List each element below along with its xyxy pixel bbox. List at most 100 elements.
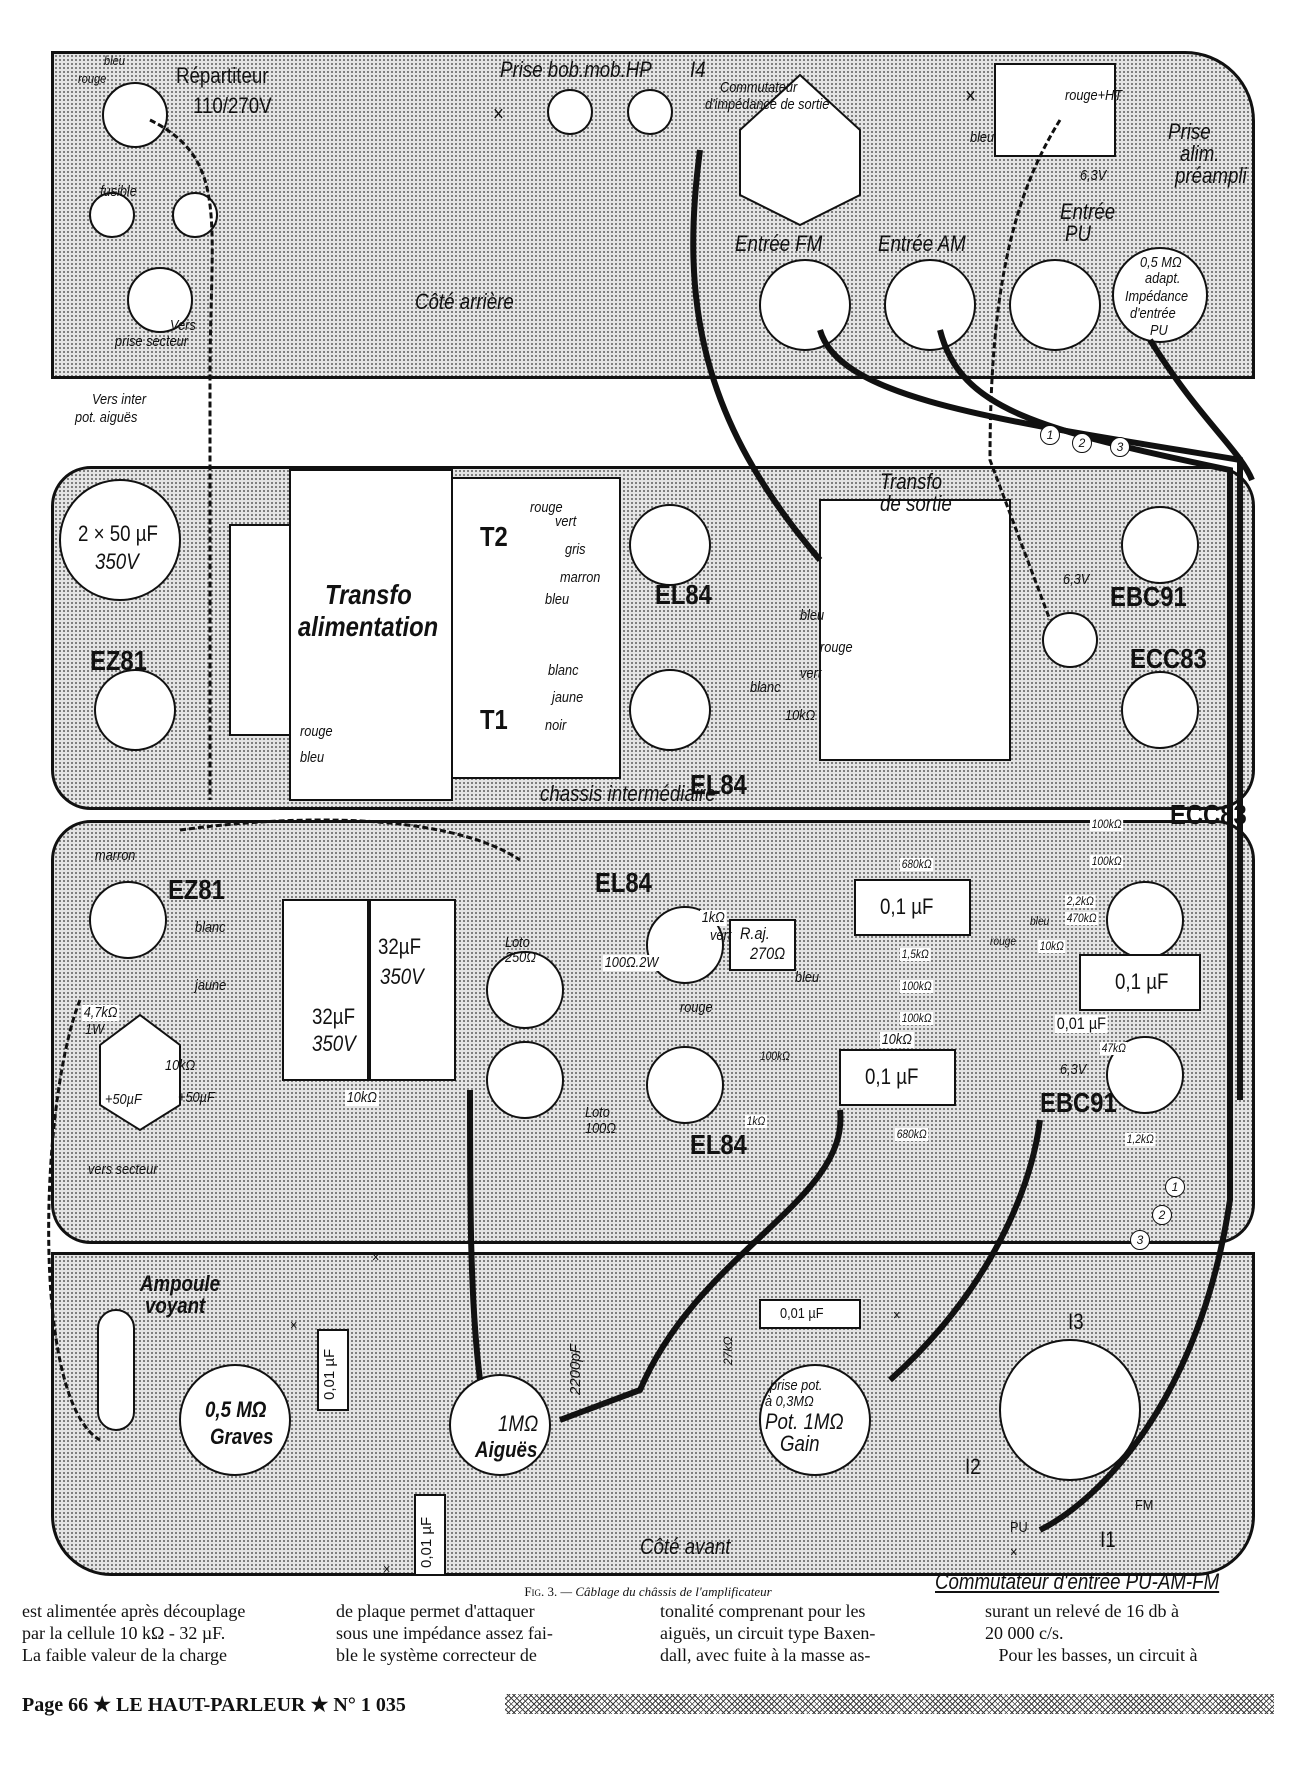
shielded-cable-3 <box>1147 338 1255 482</box>
loto-250-pot <box>486 951 564 1029</box>
label: Vers <box>170 317 196 334</box>
label: 470kΩ <box>1065 911 1099 925</box>
ebc91-socket-chassis <box>1106 1036 1184 1114</box>
text-line: surant un relevé de 16 db à <box>985 1601 1179 1621</box>
label: I2 <box>965 1454 981 1479</box>
capacitor-0-1uf-3 <box>1079 954 1201 1011</box>
el84-socket-chassis-2 <box>646 1046 724 1124</box>
chassis-panel <box>51 820 1255 1244</box>
label: préampli <box>1175 163 1247 188</box>
label: 0,5 MΩ <box>1140 254 1182 271</box>
label: +50µF <box>105 1091 142 1108</box>
label: × <box>1010 1544 1018 1561</box>
label: 0,01 µF <box>780 1305 824 1322</box>
input-selector-switch <box>999 1339 1141 1481</box>
label: I3 <box>1068 1309 1084 1334</box>
capacitor-0-1uf-2 <box>839 1049 956 1106</box>
label: × <box>493 101 504 126</box>
label: blanc <box>750 679 781 696</box>
page-footer: Page 66 ★ LE HAUT-PARLEUR ★ N° 1 035 <box>22 1694 406 1716</box>
label: pot. aiguës <box>75 409 138 426</box>
cable-number: 1 <box>1165 1177 1185 1197</box>
label: Loto <box>585 1104 610 1121</box>
label: vert <box>800 665 822 682</box>
article-column-4: surant un relevé de 16 db à 20 000 c/s. … <box>985 1600 1277 1666</box>
cable-number: 3 <box>1110 437 1130 457</box>
label: Impédance <box>1125 288 1189 305</box>
label: 350V <box>380 964 424 989</box>
preamp-power-socket <box>994 63 1116 157</box>
gain-potentiometer <box>759 1364 871 1476</box>
label: 1kΩ <box>745 1114 767 1128</box>
label-voltage: 110/270V <box>193 93 272 118</box>
label-entree-am: Entrée AM <box>878 231 966 256</box>
am-input-socket <box>884 259 976 351</box>
label: bleu <box>970 129 995 146</box>
text-line: de plaque permet d'attaquer <box>336 1601 535 1621</box>
label: rouge <box>530 499 563 516</box>
label: 270Ω <box>750 944 786 963</box>
text-line: est alimentée après découplage <box>22 1601 246 1621</box>
label: 100kΩ <box>900 1011 934 1025</box>
el84-socket-2 <box>629 669 711 751</box>
label: 1,2kΩ <box>1125 1132 1156 1146</box>
label: × <box>965 83 976 108</box>
grommet <box>1042 612 1098 668</box>
label: 100Ω.2W <box>603 954 661 971</box>
label-el84: EL84 <box>690 769 747 800</box>
ecc83-socket <box>1121 671 1199 749</box>
shielded-cable-7 <box>467 1089 483 1381</box>
hp-socket-2 <box>627 89 673 135</box>
label: Commutateur <box>720 79 798 96</box>
cable-number: 2 <box>1072 433 1092 453</box>
label: Pot. 1MΩ <box>765 1409 844 1434</box>
capacitor-0-01uf-front-3 <box>759 1299 861 1329</box>
label: jaune <box>552 689 584 706</box>
label: FM <box>1135 1497 1154 1514</box>
label: +50µF <box>178 1089 215 1106</box>
label: × <box>290 1317 298 1334</box>
label: 0,01 µF <box>1055 1014 1108 1033</box>
power-transformer <box>289 469 453 801</box>
label: 100kΩ <box>900 979 934 993</box>
label: × <box>893 1307 901 1324</box>
label: fusible <box>100 183 137 200</box>
label: 100kΩ <box>1090 817 1124 831</box>
ez81-socket <box>94 669 176 751</box>
output-transformer <box>819 499 1011 761</box>
label-ez81: EZ81 <box>168 874 225 905</box>
label: prise pot. <box>770 1377 823 1394</box>
article-column-1: est alimentée après découplage par la ce… <box>22 1600 314 1666</box>
label: rouge <box>990 934 1017 948</box>
label-chassis-intermediaire: chassis intermédiaire <box>540 781 716 806</box>
pilot-lamp <box>97 1309 135 1431</box>
label: alim. <box>1180 141 1220 166</box>
fuse-holder-left <box>89 192 135 238</box>
label: rouge <box>78 71 107 86</box>
label: bleu <box>795 969 820 986</box>
label: gris <box>565 541 586 558</box>
label: Vers inter <box>92 391 147 408</box>
label: 10kΩ <box>345 1089 379 1106</box>
label: bleu <box>104 53 125 68</box>
shielded-cable-1 <box>817 329 1243 1100</box>
label: 350V <box>312 1031 356 1056</box>
label: blanc <box>548 662 579 679</box>
label-el84: EL84 <box>690 1129 747 1160</box>
label-el84: EL84 <box>655 579 712 610</box>
twisted-wire-4 <box>47 999 101 1442</box>
article-column-3: tonalité comprenant pour les aiguës, un … <box>660 1600 952 1666</box>
bass-potentiometer <box>179 1364 291 1476</box>
text-line: sous une impédance assez fai- <box>336 1623 553 1643</box>
label: 0,01 µF <box>321 1348 338 1400</box>
fm-input-socket <box>759 259 851 351</box>
label: Graves <box>210 1424 274 1449</box>
label: 1,5kΩ <box>900 947 931 961</box>
label-commutateur-entree: Commutateur d'entrée PU-AM-FM <box>935 1569 1220 1594</box>
label: rouge+HT <box>1065 87 1123 104</box>
label: 250Ω <box>505 949 536 966</box>
capacitor-32uf-2 <box>369 899 456 1081</box>
label: 680kΩ <box>900 857 934 871</box>
label: 1kΩ <box>700 909 727 926</box>
ez81-socket-chassis <box>89 881 167 959</box>
